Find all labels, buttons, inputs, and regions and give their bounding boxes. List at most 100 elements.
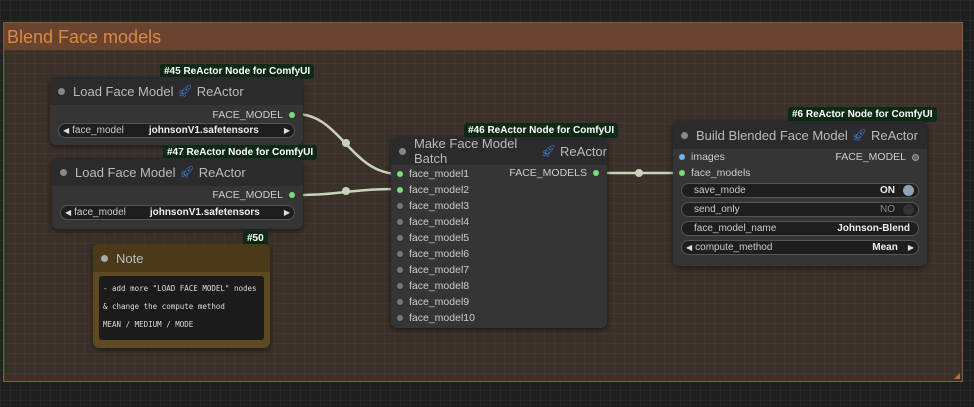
input-label: face_model6 bbox=[409, 248, 470, 260]
output-label: FACE_MODEL bbox=[212, 189, 283, 201]
input-dot-icon[interactable] bbox=[397, 315, 403, 321]
face-model-name-input[interactable]: face_model_name Johnson-Blend bbox=[681, 221, 919, 236]
node-badge: #6 ReActor Node for ComfyUI bbox=[788, 107, 937, 122]
input-slot-face-model6[interactable]: face_model6 bbox=[397, 248, 469, 260]
node-title: Note bbox=[116, 250, 144, 266]
node-make-face-model-batch[interactable]: Make Face Model Batch 🚀︎ ReActor FACE_MO… bbox=[391, 136, 607, 328]
node-title: Make Face Model Batch bbox=[414, 136, 518, 166]
input-slot-face-model10[interactable]: face_model10 bbox=[397, 312, 475, 324]
input-dot-icon[interactable] bbox=[397, 283, 403, 289]
input-dot-icon[interactable] bbox=[397, 235, 403, 241]
triangle-left-icon[interactable]: ◀ bbox=[65, 208, 72, 217]
input-slot-images[interactable]: images bbox=[679, 151, 725, 163]
input-slot-face-model8[interactable]: face_model8 bbox=[397, 280, 469, 292]
input-label: face_model2 bbox=[409, 184, 470, 196]
note-line: - add more "LOAD FACE MODEL" nodes bbox=[103, 284, 257, 293]
node-badge: #46 ReActor Node for ComfyUI bbox=[464, 123, 619, 138]
node-title-bar[interactable]: Build Blended Face Model 🚀︎ ReActor bbox=[673, 121, 927, 149]
group-resize-handle[interactable] bbox=[954, 373, 960, 379]
toggle-on-icon[interactable] bbox=[903, 185, 914, 196]
input-dot-icon[interactable] bbox=[397, 203, 403, 209]
collapse-dot-icon[interactable] bbox=[399, 147, 406, 155]
input-slot-face-model9[interactable]: face_model9 bbox=[397, 296, 469, 308]
triangle-right-icon[interactable]: ▶ bbox=[907, 243, 914, 252]
input-label: face_model3 bbox=[409, 200, 470, 212]
input-dot-icon[interactable] bbox=[397, 219, 403, 225]
note-line: MEAN / MEDIUM / MODE bbox=[103, 320, 194, 329]
triangle-right-icon[interactable]: ▶ bbox=[283, 208, 290, 217]
input-slot-face-model3[interactable]: face_model3 bbox=[397, 200, 469, 212]
input-label: face_model5 bbox=[409, 232, 470, 244]
input-label: face_model9 bbox=[409, 296, 470, 308]
output-slot-face-model[interactable]: FACE_MODEL bbox=[212, 189, 295, 201]
output-label: FACE_MODEL bbox=[212, 109, 283, 121]
output-dot-icon[interactable] bbox=[912, 153, 919, 161]
input-label: face_model7 bbox=[409, 264, 470, 276]
input-dot-icon[interactable] bbox=[397, 267, 403, 273]
output-dot-icon[interactable] bbox=[593, 170, 599, 176]
send-only-toggle[interactable]: send_only NO bbox=[681, 202, 919, 217]
output-slot-face-model[interactable]: FACE_MODEL bbox=[835, 151, 919, 163]
collapse-dot-icon[interactable] bbox=[101, 254, 108, 262]
note-line: & change the compute method bbox=[103, 302, 225, 311]
face-model-combo[interactable]: ◀ face_model johnsonV1.safetensors ▶ bbox=[60, 205, 295, 220]
triangle-left-icon[interactable]: ◀ bbox=[686, 243, 693, 252]
input-dot-icon[interactable] bbox=[397, 251, 403, 257]
node-badge: #47 ReActor Node for ComfyUI bbox=[163, 145, 318, 160]
rocket-icon: 🚀︎ bbox=[851, 128, 867, 142]
widget-label: face_model bbox=[74, 207, 126, 218]
input-slot-face-model4[interactable]: face_model4 bbox=[397, 216, 469, 228]
rocket-icon: 🚀︎ bbox=[540, 144, 557, 158]
node-title-suffix: ReActor bbox=[560, 143, 607, 159]
node-title: Load Face Model bbox=[73, 83, 174, 99]
input-dot-icon[interactable] bbox=[397, 187, 403, 193]
collapse-dot-icon[interactable] bbox=[58, 87, 65, 95]
node-title-bar[interactable]: Load Face Model 🚀︎ ReActor bbox=[52, 158, 303, 186]
input-dot-icon[interactable] bbox=[679, 170, 685, 176]
node-title-bar[interactable]: Make Face Model Batch 🚀︎ ReActor bbox=[391, 136, 607, 166]
widget-label: face_model_name bbox=[694, 223, 777, 234]
rocket-icon: 🚀︎ bbox=[179, 165, 195, 179]
toggle-off-icon[interactable] bbox=[903, 204, 914, 215]
output-slot-face-models[interactable]: FACE_MODELS bbox=[509, 167, 599, 179]
input-label: face_model1 bbox=[409, 168, 470, 180]
node-title-suffix: ReActor bbox=[198, 164, 246, 180]
widget-label: face_model bbox=[72, 125, 124, 136]
note-textarea[interactable]: - add more "LOAD FACE MODEL" nodes & cha… bbox=[99, 276, 264, 340]
input-slot-face-models[interactable]: face_models bbox=[679, 167, 751, 179]
face-model-combo[interactable]: ◀ face_model johnsonV1.safetensors ▶ bbox=[58, 123, 295, 138]
node-load-face-model-47[interactable]: Load Face Model 🚀︎ ReActor FACE_MODEL ◀ … bbox=[52, 158, 303, 229]
group-title: Blend Face models bbox=[7, 27, 162, 47]
node-load-face-model-45[interactable]: Load Face Model 🚀︎ ReActor FACE_MODEL ◀ … bbox=[50, 77, 303, 145]
save-mode-toggle[interactable]: save_mode ON bbox=[681, 183, 919, 198]
node-title: Load Face Model bbox=[75, 164, 176, 180]
triangle-right-icon[interactable]: ▶ bbox=[283, 126, 290, 135]
triangle-left-icon[interactable]: ◀ bbox=[63, 126, 70, 135]
output-slot-face-model[interactable]: FACE_MODEL bbox=[212, 109, 295, 121]
node-badge: #50 bbox=[243, 231, 268, 246]
group-header[interactable]: Blend Face models bbox=[4, 23, 962, 50]
input-slot-face-model7[interactable]: face_model7 bbox=[397, 264, 469, 276]
input-slot-face-model5[interactable]: face_model5 bbox=[397, 232, 469, 244]
output-dot-icon[interactable] bbox=[289, 112, 295, 118]
widget-label: send_only bbox=[694, 204, 740, 215]
node-title-bar[interactable]: Note bbox=[93, 244, 270, 272]
input-label: face_model10 bbox=[409, 312, 475, 324]
output-dot-icon[interactable] bbox=[289, 192, 295, 198]
widget-value: johnsonV1.safetensors bbox=[148, 125, 259, 136]
node-build-blended-face-model[interactable]: Build Blended Face Model 🚀︎ ReActor imag… bbox=[673, 121, 927, 266]
node-note[interactable]: Note - add more "LOAD FACE MODEL" nodes … bbox=[93, 244, 270, 348]
input-slot-face-model1[interactable]: face_model1 bbox=[397, 168, 469, 180]
input-dot-icon[interactable] bbox=[397, 299, 403, 305]
input-slot-face-model2[interactable]: face_model2 bbox=[397, 184, 469, 196]
collapse-dot-icon[interactable] bbox=[60, 168, 67, 176]
node-title-suffix: ReActor bbox=[871, 127, 918, 143]
collapse-dot-icon[interactable] bbox=[681, 131, 688, 139]
node-title-bar[interactable]: Load Face Model 🚀︎ ReActor bbox=[50, 77, 303, 105]
node-badge: #45 ReActor Node for ComfyUI bbox=[160, 64, 315, 79]
compute-method-combo[interactable]: ◀ compute_method Mean ▶ bbox=[681, 240, 919, 255]
widget-label: save_mode bbox=[694, 185, 746, 196]
widget-value: johnsonV1.safetensors bbox=[149, 207, 260, 218]
input-dot-icon[interactable] bbox=[679, 154, 685, 160]
input-dot-icon[interactable] bbox=[397, 171, 403, 177]
